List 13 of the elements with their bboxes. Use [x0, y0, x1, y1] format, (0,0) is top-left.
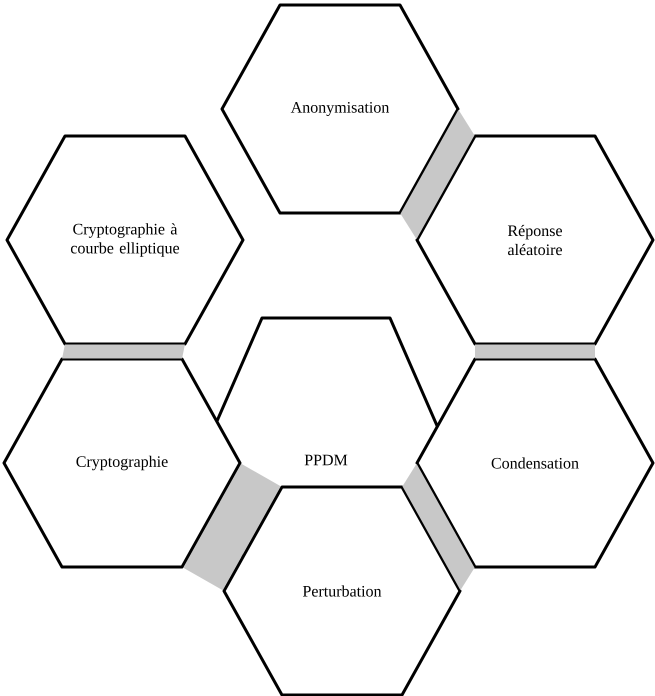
hexagon: Cryptographie à courbe elliptique — [6, 134, 244, 346]
hexagon: Condensation — [416, 358, 654, 568]
hexagon: Perturbation — [222, 486, 462, 696]
connector-band — [475, 344, 595, 359]
hexagon: Anonymisation — [220, 4, 460, 214]
node-label: Perturbation — [302, 585, 382, 597]
hexagon: Cryptographie — [2, 358, 242, 568]
connector-band — [62, 344, 185, 359]
node-label: Condensation — [492, 457, 579, 469]
hexagon: Réponse aléatoire — [416, 134, 654, 346]
connector-band — [183, 464, 281, 590]
connector-band — [402, 464, 475, 590]
connector-band — [400, 110, 474, 240]
